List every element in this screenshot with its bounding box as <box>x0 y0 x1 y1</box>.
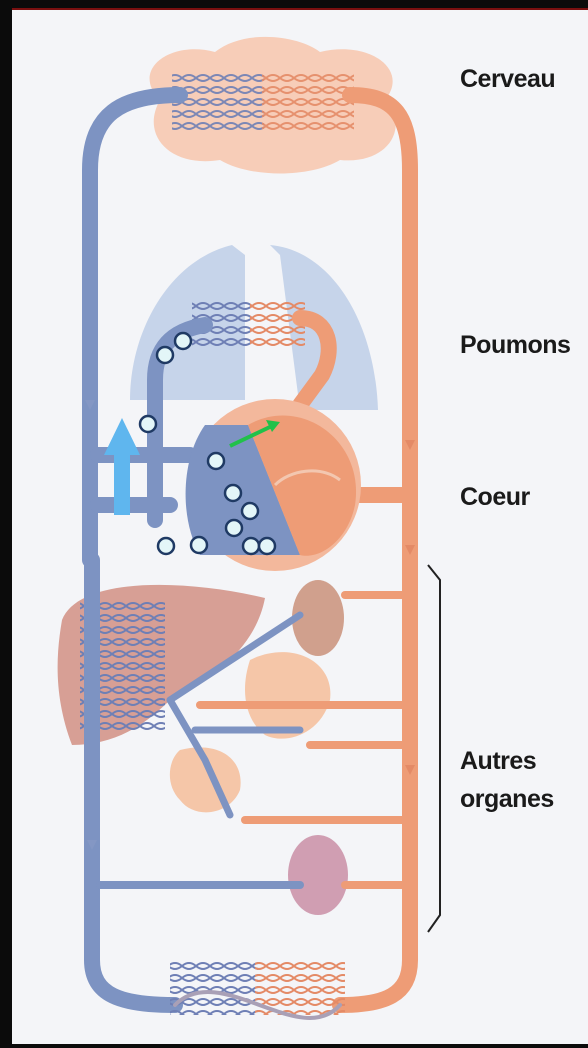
cell-4 <box>208 453 224 469</box>
brain-shape <box>150 37 396 174</box>
cell-6 <box>242 503 258 519</box>
cell-5 <box>225 485 241 501</box>
label-brain: Cerveau <box>460 60 555 98</box>
label-other-line1: Autres <box>460 742 554 780</box>
label-other-line2: organes <box>460 780 554 818</box>
lungs-shape <box>130 245 378 410</box>
cell-7 <box>226 520 242 536</box>
cell-10 <box>243 538 259 554</box>
cell-9 <box>191 537 207 553</box>
bracket <box>428 565 440 932</box>
cell-2 <box>175 333 191 349</box>
label-other-organs: Autres organes <box>460 742 554 818</box>
label-heart: Coeur <box>460 478 530 516</box>
cell-11 <box>259 538 275 554</box>
cell-1 <box>157 347 173 363</box>
cell-8 <box>158 538 174 554</box>
cell-3 <box>140 416 156 432</box>
label-lungs: Poumons <box>460 326 570 364</box>
